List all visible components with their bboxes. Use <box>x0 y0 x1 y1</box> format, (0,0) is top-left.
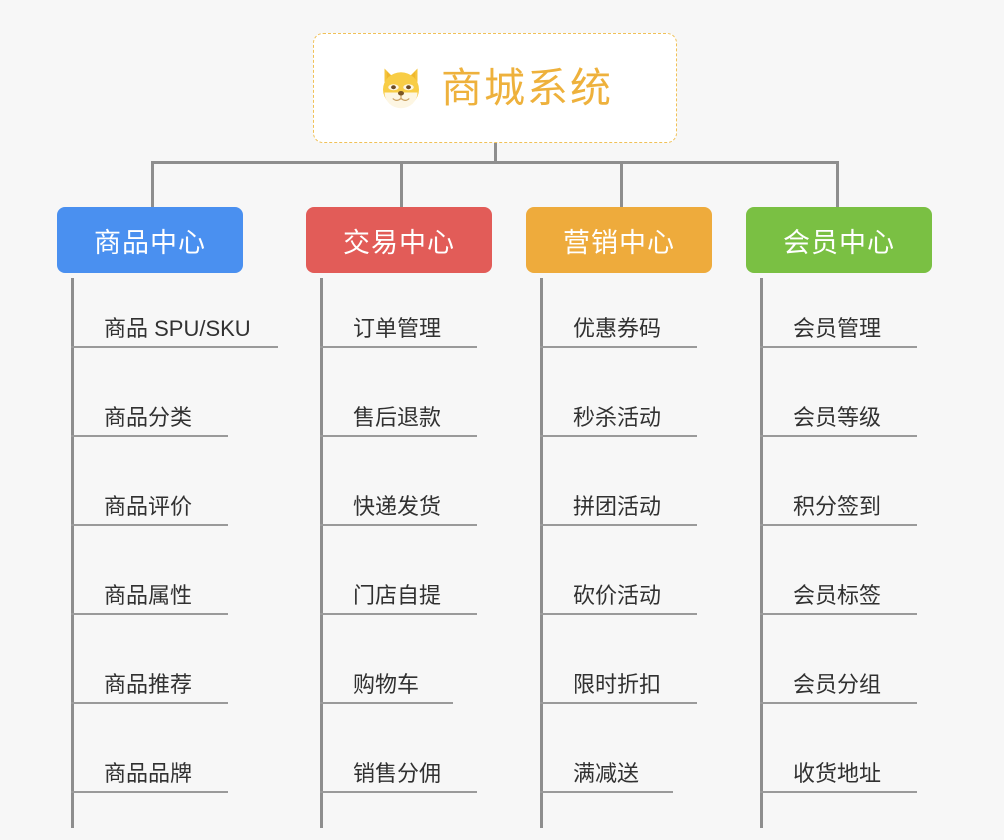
leaf-label: 优惠券码 <box>573 316 662 341</box>
leaf-label: 会员等级 <box>793 405 882 430</box>
connector-drop-product-center <box>151 161 154 208</box>
leaf-label: 积分签到 <box>793 494 882 519</box>
leaf-underline <box>760 524 917 526</box>
leaf-underline <box>540 791 673 793</box>
leaf-label: 商品分类 <box>104 405 193 430</box>
category-header-label: 交易中心 <box>343 227 455 258</box>
leaf-label: 会员标签 <box>793 583 882 608</box>
connector-drop-trade-center <box>400 161 403 208</box>
connector-horizontal-bus <box>151 161 839 164</box>
category-header-label: 会员中心 <box>783 227 895 258</box>
leaf-label: 销售分佣 <box>353 761 442 786</box>
leaf-underline <box>71 346 278 348</box>
leaf-underline <box>540 524 697 526</box>
leaf-label: 秒杀活动 <box>573 405 662 430</box>
category-header-product-center[interactable]: 商品中心 <box>57 207 243 273</box>
leaf-label: 砍价活动 <box>573 583 662 608</box>
leaf-label: 快递发货 <box>353 494 442 519</box>
leaf-underline <box>320 791 477 793</box>
category-header-trade-center[interactable]: 交易中心 <box>306 207 492 273</box>
leaf-underline <box>540 435 697 437</box>
leaf-underline <box>760 791 917 793</box>
leaf-label: 会员管理 <box>793 316 882 341</box>
connector-root-stem <box>494 143 497 164</box>
category-header-label: 商品中心 <box>94 227 206 258</box>
leaf-underline <box>760 435 917 437</box>
leaf-rail <box>71 278 74 828</box>
leaf-underline <box>320 524 477 526</box>
connector-drop-marketing-center <box>620 161 623 208</box>
leaf-label: 售后退款 <box>353 405 442 430</box>
leaf-label: 订单管理 <box>353 316 442 341</box>
leaf-label: 门店自提 <box>353 583 442 608</box>
leaf-underline <box>320 435 477 437</box>
connector-drop-member-center <box>836 161 839 208</box>
leaf-underline <box>71 791 228 793</box>
leaf-label: 商品评价 <box>104 494 193 519</box>
leaf-label: 限时折扣 <box>573 672 662 697</box>
leaf-rail <box>540 278 543 828</box>
leaf-underline <box>540 613 697 615</box>
leaf-rail <box>320 278 323 828</box>
root-title: 商城系统 <box>441 64 613 111</box>
leaf-underline <box>760 613 917 615</box>
leaf-label: 购物车 <box>353 672 420 697</box>
leaf-label: 商品 SPU/SKU <box>104 316 251 341</box>
leaf-underline <box>760 702 917 704</box>
leaf-label: 拼团活动 <box>573 494 662 519</box>
leaf-underline <box>540 346 697 348</box>
leaf-underline <box>71 613 228 615</box>
leaf-underline <box>71 435 228 437</box>
leaf-rail <box>760 278 763 828</box>
category-header-label: 营销中心 <box>563 227 675 258</box>
leaf-underline <box>320 702 453 704</box>
root-node-shopping-system[interactable]: 商城系统 <box>313 33 677 143</box>
category-header-member-center[interactable]: 会员中心 <box>746 207 932 273</box>
leaf-label: 满减送 <box>573 761 640 786</box>
leaf-underline <box>71 702 228 704</box>
shiba-dog-icon <box>383 68 419 109</box>
leaf-label: 会员分组 <box>793 672 882 697</box>
category-header-marketing-center[interactable]: 营销中心 <box>526 207 712 273</box>
leaf-underline <box>760 346 917 348</box>
leaf-underline <box>71 524 228 526</box>
leaf-label: 商品推荐 <box>104 672 193 697</box>
leaf-underline <box>540 702 697 704</box>
leaf-underline <box>320 346 477 348</box>
leaf-label: 商品品牌 <box>104 761 193 786</box>
leaf-label: 商品属性 <box>104 583 193 608</box>
leaf-label: 收货地址 <box>793 761 882 786</box>
leaf-underline <box>320 613 477 615</box>
